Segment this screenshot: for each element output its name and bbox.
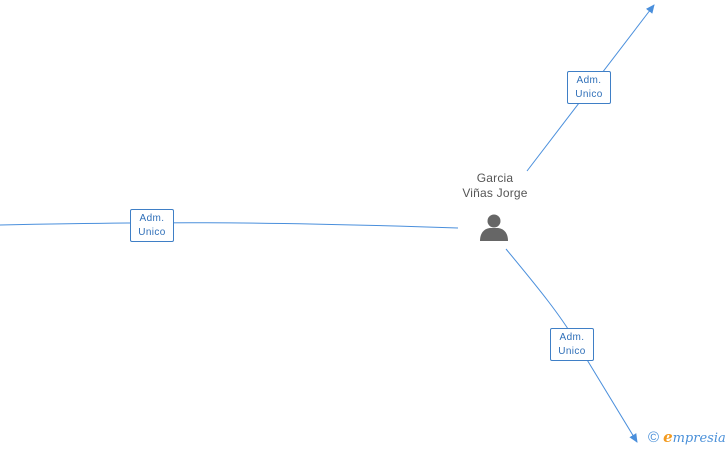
role-line1: Adm. bbox=[139, 212, 165, 224]
person-icon[interactable] bbox=[479, 212, 509, 242]
person-name-line2: Viñas Jorge bbox=[462, 186, 528, 200]
role-label-left[interactable]: Adm. Unico bbox=[130, 209, 174, 242]
edge-left bbox=[0, 222, 459, 229]
brand-initial: e bbox=[663, 428, 673, 446]
copyright-icon: © bbox=[648, 429, 660, 446]
role-line2: Unico bbox=[138, 226, 166, 238]
role-label-upper-right[interactable]: Adm. Unico bbox=[567, 71, 611, 104]
role-line1: Adm. bbox=[559, 331, 585, 343]
brand-logo: empresia bbox=[663, 429, 726, 447]
brand-rest: mpresia bbox=[672, 431, 726, 446]
role-label-lower-right[interactable]: Adm. Unico bbox=[550, 328, 594, 361]
empresia-watermark: © empresia bbox=[648, 428, 726, 448]
role-line2: Unico bbox=[575, 88, 603, 100]
person-name-line1: Garcia bbox=[476, 171, 514, 185]
role-line1: Adm. bbox=[576, 74, 602, 86]
person-node-label[interactable]: Garcia Viñas Jorge bbox=[430, 171, 560, 201]
role-line2: Unico bbox=[558, 345, 586, 357]
